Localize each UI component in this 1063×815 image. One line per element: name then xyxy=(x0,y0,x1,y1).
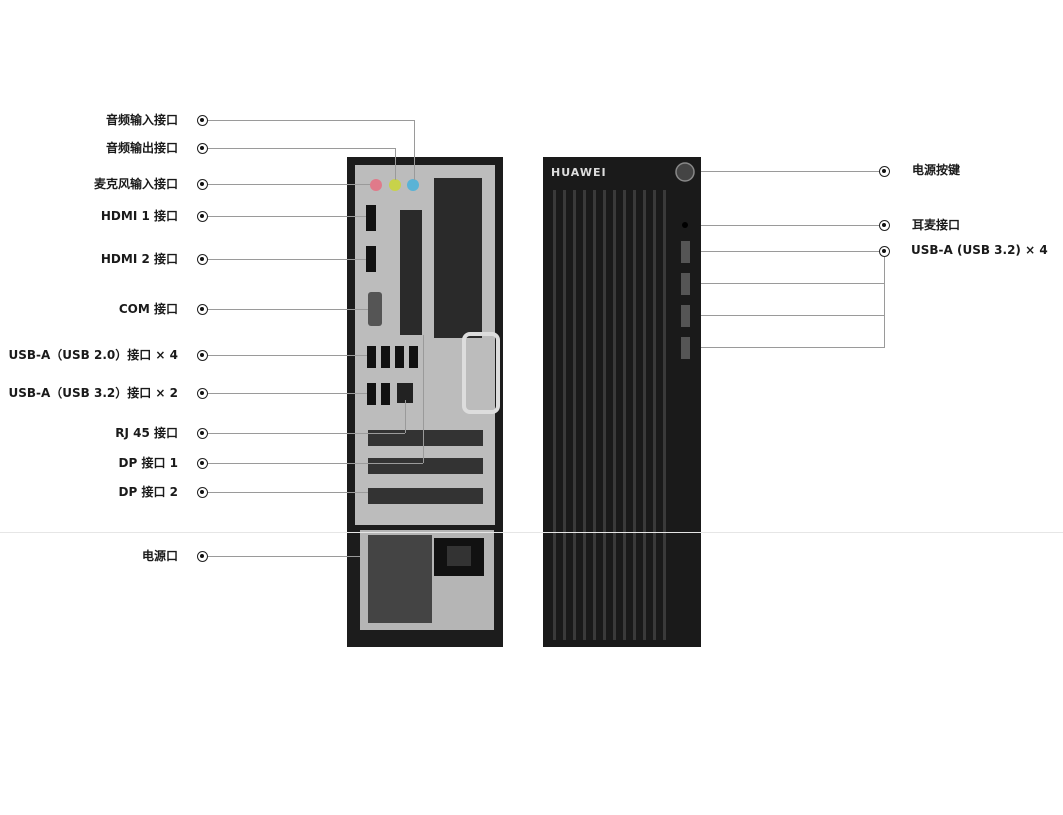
leader-front-usb-2 xyxy=(701,283,884,284)
usb3-port xyxy=(381,383,390,405)
mic-jack xyxy=(370,179,382,191)
usb2-port xyxy=(381,346,390,368)
front-usb-port xyxy=(681,337,690,359)
power-button xyxy=(675,162,695,182)
leader-audio-in xyxy=(208,120,414,121)
rear-vent xyxy=(400,210,422,335)
front-usb-port xyxy=(681,305,690,327)
expansion-slot xyxy=(368,488,483,504)
label-mic-in: 麦克风输入接口 xyxy=(93,177,178,191)
leader-power-port xyxy=(208,556,360,557)
label-dp-1: DP 接口 1 xyxy=(118,456,178,470)
bullet-rj45 xyxy=(197,428,208,439)
label-power-port: 电源口 xyxy=(141,549,178,563)
label-power-button: 电源按键 xyxy=(912,163,961,177)
label-usb2: USB-A（USB 2.0）接口 × 4 xyxy=(8,348,178,362)
leader-front-usb-1 xyxy=(701,251,879,252)
leader-front-usb-v xyxy=(884,257,885,348)
label-usb3: USB-A（USB 3.2）接口 × 2 xyxy=(8,386,178,400)
label-audio-out: 音频输出接口 xyxy=(105,141,178,155)
label-com: COM 接口 xyxy=(118,302,178,316)
leader-headset-jack xyxy=(701,225,879,226)
usb2-port xyxy=(409,346,418,368)
leader-dp-1 xyxy=(208,463,423,464)
brand-logo: HUAWEI xyxy=(551,166,607,179)
leader-audio-out xyxy=(208,148,395,149)
headset-jack xyxy=(682,222,688,228)
leader-hdmi-1 xyxy=(208,216,366,217)
bullet-com xyxy=(197,304,208,315)
hdmi-1-port xyxy=(366,205,376,231)
label-audio-in: 音频输入接口 xyxy=(105,113,178,127)
leader-front-usb-4 xyxy=(701,347,884,348)
leader-hdmi-2 xyxy=(208,259,366,260)
bullet-power-button xyxy=(879,166,890,177)
bullet-hdmi-2 xyxy=(197,254,208,265)
rear-handle xyxy=(462,332,500,414)
divider-line xyxy=(0,532,1063,533)
com-port xyxy=(368,292,382,326)
hdmi-2-port xyxy=(366,246,376,272)
front-fins xyxy=(553,190,666,640)
leader-usb3 xyxy=(208,393,367,394)
leader-usb2 xyxy=(208,355,367,356)
leader-audio-out-v xyxy=(395,148,396,180)
leader-rj45-v xyxy=(405,400,406,433)
expansion-slot xyxy=(368,458,483,474)
usb3-port xyxy=(367,383,376,405)
rear-vent xyxy=(434,178,482,338)
bullet-hdmi-1 xyxy=(197,211,208,222)
leader-power-button xyxy=(701,171,879,172)
usb2-port xyxy=(395,346,404,368)
bullet-mic-in xyxy=(197,179,208,190)
leader-audio-in-v xyxy=(414,120,415,180)
bullet-audio-in xyxy=(197,115,208,126)
label-front-usb: USB-A (USB 3.2) × 4 xyxy=(911,243,1048,257)
expansion-slot xyxy=(368,430,483,446)
leader-dp-2 xyxy=(208,492,368,493)
audio-in-jack xyxy=(407,179,419,191)
bullet-audio-out xyxy=(197,143,208,154)
bullet-dp-2 xyxy=(197,487,208,498)
bullet-power-port xyxy=(197,551,208,562)
leader-mic-in xyxy=(208,184,370,185)
leader-dp-1-v xyxy=(423,335,424,463)
front-usb-port xyxy=(681,241,690,263)
bullet-headset-jack xyxy=(879,220,890,231)
psu-vent xyxy=(368,535,432,623)
leader-front-usb-3 xyxy=(701,315,884,316)
usb2-port xyxy=(367,346,376,368)
label-headset-jack: 耳麦接口 xyxy=(912,218,961,232)
power-socket-inner xyxy=(447,546,471,566)
audio-out-jack xyxy=(389,179,401,191)
label-hdmi-2: HDMI 2 接口 xyxy=(100,252,178,266)
front-chassis xyxy=(543,157,701,647)
leader-com xyxy=(208,309,368,310)
label-rj45: RJ 45 接口 xyxy=(115,426,178,440)
bullet-usb2 xyxy=(197,350,208,361)
bullet-usb3 xyxy=(197,388,208,399)
label-dp-2: DP 接口 2 xyxy=(118,485,178,499)
label-hdmi-1: HDMI 1 接口 xyxy=(100,209,178,223)
front-usb-port xyxy=(681,273,690,295)
bullet-dp-1 xyxy=(197,458,208,469)
leader-rj45 xyxy=(208,433,405,434)
bullet-front-usb xyxy=(879,246,890,257)
rj45-port xyxy=(397,383,413,403)
